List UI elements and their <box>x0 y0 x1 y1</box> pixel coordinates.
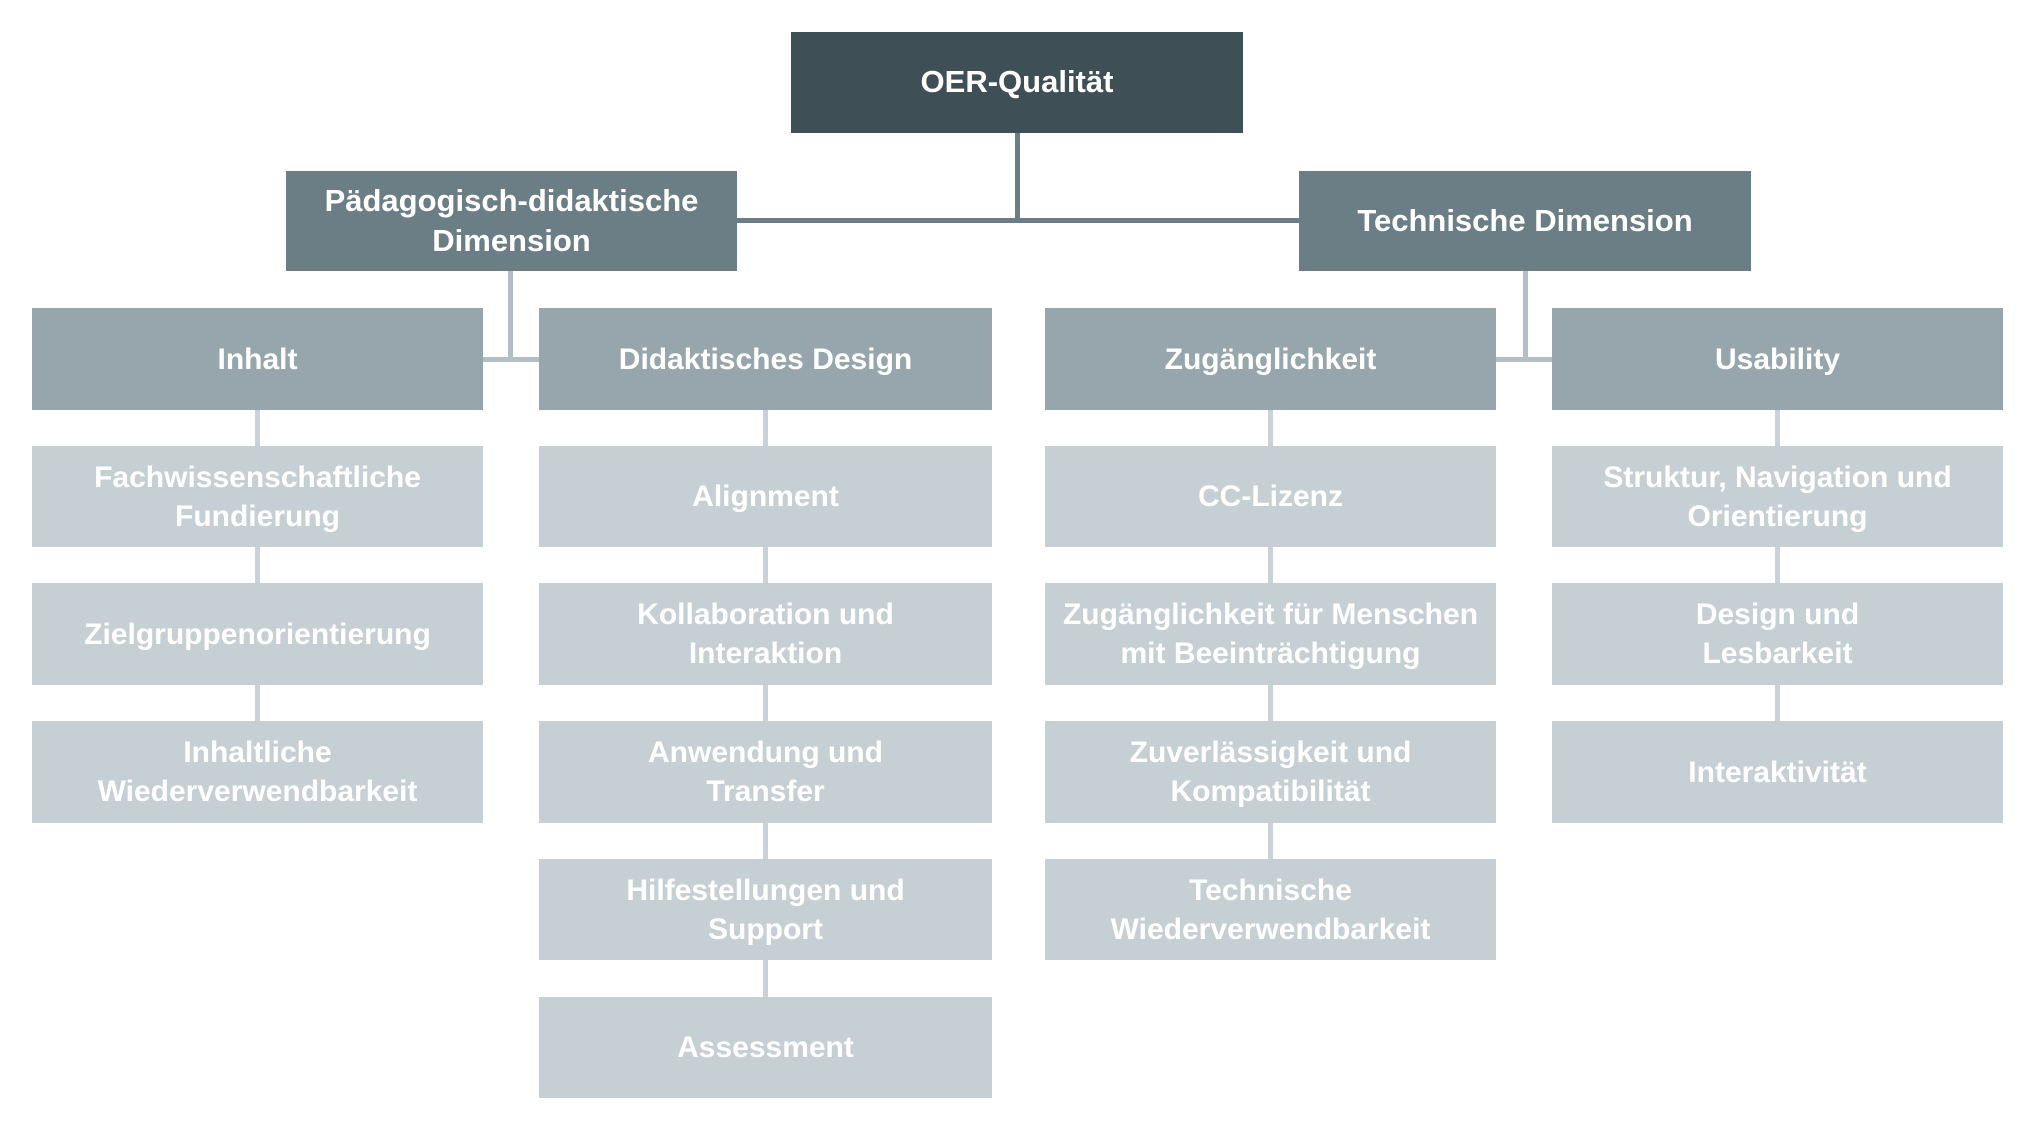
connector-zugaenglichkeit-gap-1 <box>1268 410 1273 446</box>
connector-didaktisches-gap-5 <box>763 960 768 997</box>
connector-paedagogisch-horizontal <box>483 357 539 362</box>
leaf-node-zielgruppenorientierung: Zielgruppenorientierung <box>32 583 483 685</box>
connector-paedagogisch-vertical <box>508 271 513 362</box>
leaf-node-assessment: Assessment <box>539 997 992 1098</box>
connector-technische-horizontal <box>1496 357 1552 362</box>
leaf-node-struktur-navigation-orientierung: Struktur, Navigation und Orientierung <box>1552 446 2003 547</box>
connector-zugaenglichkeit-gap-4 <box>1268 823 1273 859</box>
category-node-zugaenglichkeit: Zugänglichkeit <box>1045 308 1496 410</box>
category-node-inhalt: Inhalt <box>32 308 483 410</box>
connector-didaktisches-gap-2 <box>763 547 768 583</box>
connector-technische-vertical <box>1523 271 1528 362</box>
connector-didaktisches-gap-1 <box>763 410 768 446</box>
leaf-node-interaktivitaet: Interaktivität <box>1552 721 2003 823</box>
connector-zugaenglichkeit-gap-3 <box>1268 685 1273 721</box>
connector-root-vertical <box>1015 133 1020 223</box>
connector-inhalt-gap-2 <box>255 547 260 583</box>
connector-zugaenglichkeit-gap-2 <box>1268 547 1273 583</box>
leaf-node-hilfestellungen-support: Hilfestellungen und Support <box>539 859 992 960</box>
dimension-node-technische: Technische Dimension <box>1299 171 1751 271</box>
connector-didaktisches-gap-4 <box>763 823 768 859</box>
connector-usability-gap-3 <box>1775 685 1780 721</box>
dimension-node-paedagogisch-didaktische: Pädagogisch-didaktische Dimension <box>286 171 737 271</box>
connector-inhalt-gap-1 <box>255 410 260 446</box>
leaf-node-technische-wiederverwendbarkeit: Technische Wiederverwendbarkeit <box>1045 859 1496 960</box>
connector-didaktisches-gap-3 <box>763 685 768 721</box>
leaf-node-anwendung-transfer: Anwendung und Transfer <box>539 721 992 823</box>
leaf-node-design-lesbarkeit: Design und Lesbarkeit <box>1552 583 2003 685</box>
connector-usability-gap-1 <box>1775 410 1780 446</box>
leaf-node-kollaboration-interaktion: Kollaboration und Interaktion <box>539 583 992 685</box>
connector-root-horizontal <box>737 218 1299 223</box>
leaf-node-cc-lizenz: CC-Lizenz <box>1045 446 1496 547</box>
leaf-node-zugaenglichkeit-menschen-beeintraechtigung: Zugänglichkeit für Menschen mit Beeinträ… <box>1045 583 1496 685</box>
leaf-node-zuverlaessigkeit-kompatibilitaet: Zuverlässigkeit und Kompatibilität <box>1045 721 1496 823</box>
category-node-usability: Usability <box>1552 308 2003 410</box>
leaf-node-alignment: Alignment <box>539 446 992 547</box>
connector-inhalt-gap-3 <box>255 685 260 721</box>
root-node: OER-Qualität <box>791 32 1243 133</box>
category-node-didaktisches-design: Didaktisches Design <box>539 308 992 410</box>
connector-usability-gap-2 <box>1775 547 1780 583</box>
leaf-node-fachwissenschaftliche-fundierung: Fachwissenschaftliche Fundierung <box>32 446 483 547</box>
leaf-node-inhaltliche-wiederverwendbarkeit: Inhaltliche Wiederverwendbarkeit <box>32 721 483 823</box>
